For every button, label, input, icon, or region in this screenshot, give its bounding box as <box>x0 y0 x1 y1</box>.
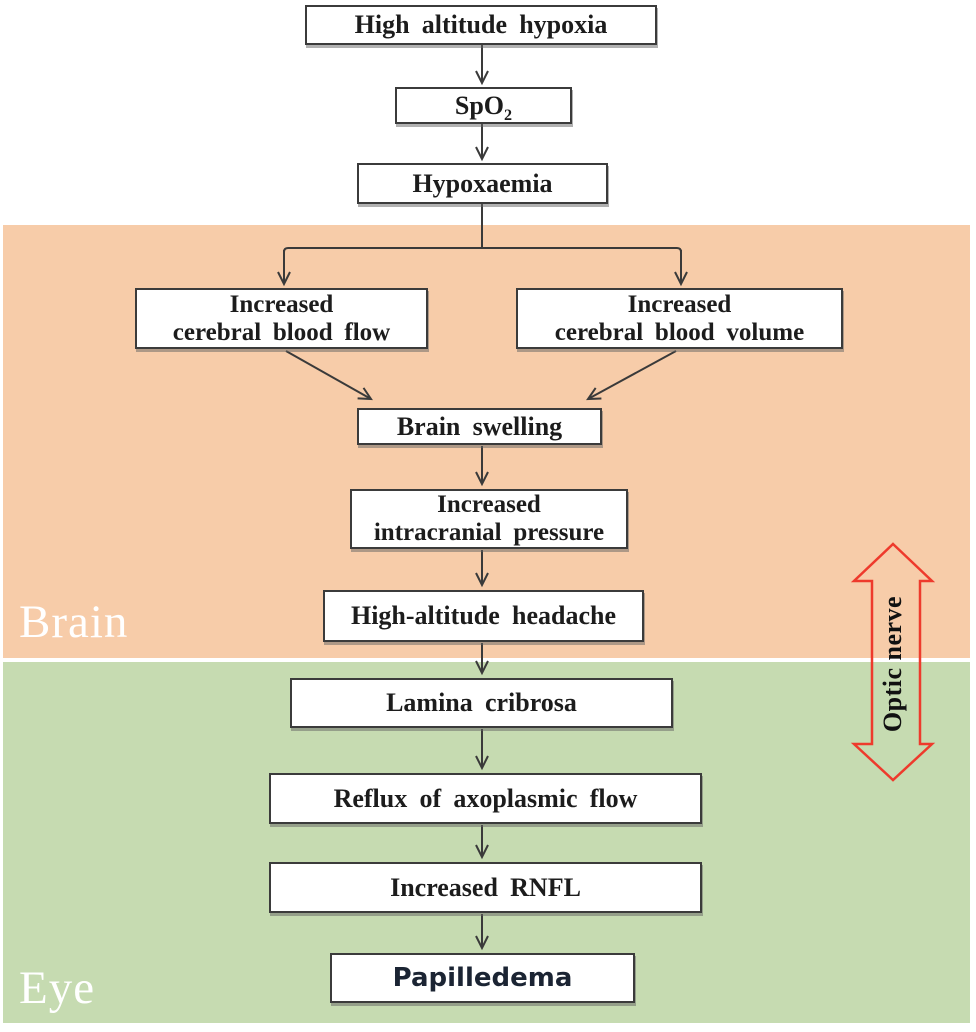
node-increased-intracranial-pressure: Increased intracranial pressure <box>350 489 628 549</box>
region-brain-label: Brain <box>19 596 129 648</box>
node-label: High-altitude headache <box>350 601 616 630</box>
node-reflux-of-axoplasmic-flow: Reflux of axoplasmic flow <box>269 773 702 824</box>
region-eye-label: Eye <box>19 962 96 1014</box>
node-spo2: SpO2 <box>395 87 572 124</box>
node-label: SpO2 <box>454 90 513 124</box>
node-increased-cerebral-blood-volume: Increased cerebral blood volume <box>516 288 843 349</box>
node-label-line2: cerebral blood flow <box>172 318 391 346</box>
node-papilledema: Papilledema <box>330 953 635 1003</box>
node-label-line2: intracranial pressure <box>373 519 605 546</box>
node-high-altitude-hypoxia: High altitude hypoxia <box>305 5 657 45</box>
optic-nerve-label: Optic nerve <box>878 595 907 733</box>
node-label-line1: Increased <box>437 491 541 518</box>
node-label: Increased RNFL <box>390 872 581 902</box>
node-lamina-cribrosa: Lamina cribrosa <box>290 678 673 728</box>
node-label: Lamina cribrosa <box>386 688 577 717</box>
node-brain-swelling: Brain swelling <box>357 408 602 445</box>
node-label: Papilledema <box>392 963 573 993</box>
node-hypoxaemia: Hypoxaemia <box>357 163 608 204</box>
node-label: High altitude hypoxia <box>354 10 608 39</box>
node-label: Reflux of axoplasmic flow <box>333 783 638 813</box>
node-high-altitude-headache: High-altitude headache <box>323 590 644 642</box>
node-label: Hypoxaemia <box>412 168 553 198</box>
node-label-line1: Increased <box>229 290 334 318</box>
node-increased-cerebral-blood-flow: Increased cerebral blood flow <box>135 288 428 349</box>
node-label-line1: Increased <box>627 290 732 318</box>
node-increased-rnfl: Increased RNFL <box>269 862 702 913</box>
node-label-line2: cerebral blood volume <box>554 318 805 346</box>
node-label: Brain swelling <box>396 411 563 441</box>
spo2-subscript: 2 <box>504 106 513 124</box>
